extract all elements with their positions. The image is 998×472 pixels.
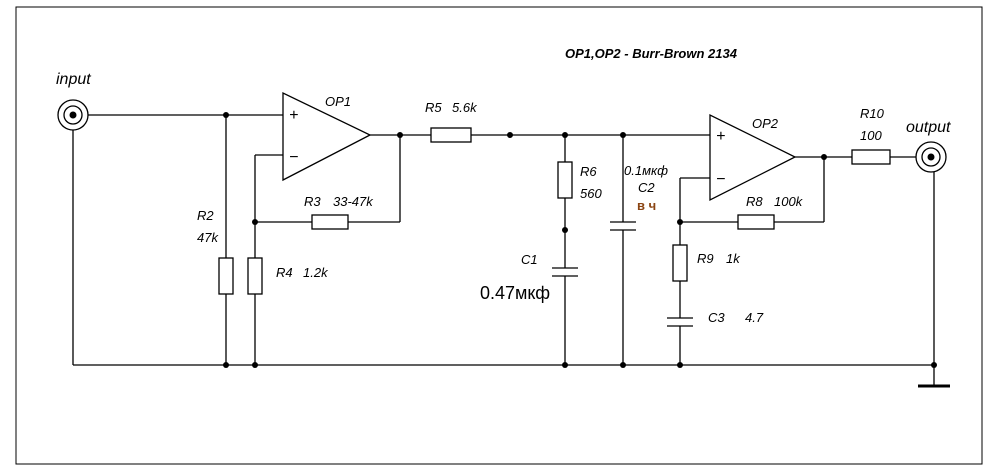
resistor-r5	[430, 127, 472, 143]
r9-c3-branch	[667, 244, 693, 365]
input-wires	[72, 114, 283, 365]
c3-name-label: C3	[708, 310, 725, 325]
r5-name-label: R5	[425, 100, 442, 115]
op2-feedback-wires	[679, 156, 852, 245]
r9-name-label: R9	[697, 251, 714, 266]
c1-value-label: 0.47мкф	[480, 283, 550, 303]
r10-name-label: R10	[860, 106, 885, 121]
c2-branch	[610, 135, 636, 365]
resistor-r10	[851, 149, 891, 165]
title-label: OP1,OP2 - Burr-Brown 2134	[565, 46, 738, 61]
output-label: output	[906, 119, 951, 136]
r2-value-label: 47k	[197, 230, 219, 245]
r4-name-label: R4	[276, 265, 293, 280]
opamp-op1	[282, 91, 372, 182]
op1-feedback-wires	[254, 134, 431, 365]
r8-value-label: 100k	[774, 194, 804, 209]
diagram-frame	[15, 6, 983, 465]
c2-note-label: в ч	[637, 198, 656, 213]
opamp-op2	[709, 113, 797, 202]
c3-value-label: 4.7	[745, 310, 764, 325]
op2-plus-label: +	[716, 128, 725, 145]
r4-value-label: 1.2k	[303, 265, 329, 280]
input-jack	[57, 99, 89, 131]
resistor-r3	[311, 214, 349, 230]
resistor-r8	[737, 214, 775, 230]
op2-minus-label: −	[716, 171, 725, 188]
junction-dots	[223, 112, 937, 368]
r3-name-label: R3	[304, 194, 321, 209]
resistor-r2	[218, 115, 234, 365]
c2-value-label: 0.1мкф	[624, 163, 668, 178]
r9-value-label: 1k	[726, 251, 741, 266]
r10-value-label: 100	[860, 128, 882, 143]
output-jack	[915, 141, 947, 173]
c2-name-label: C2	[638, 180, 655, 195]
op1-plus-label: +	[289, 107, 298, 124]
op2-name-label: OP2	[752, 116, 779, 131]
r6-name-label: R6	[580, 164, 597, 179]
r6-value-label: 560	[580, 186, 602, 201]
r6-c1-branch	[552, 135, 578, 365]
r3-value-label: 33-47k	[333, 194, 374, 209]
op1-name-label: OP1	[325, 94, 351, 109]
resistor-r4	[247, 257, 263, 295]
r8-name-label: R8	[746, 194, 763, 209]
input-label: input	[56, 71, 91, 88]
r2-name-label: R2	[197, 208, 214, 223]
ground-symbol	[918, 172, 950, 388]
r5-value-label: 5.6k	[452, 100, 478, 115]
op1-minus-label: −	[289, 149, 298, 166]
c1-name-label: C1	[521, 252, 538, 267]
